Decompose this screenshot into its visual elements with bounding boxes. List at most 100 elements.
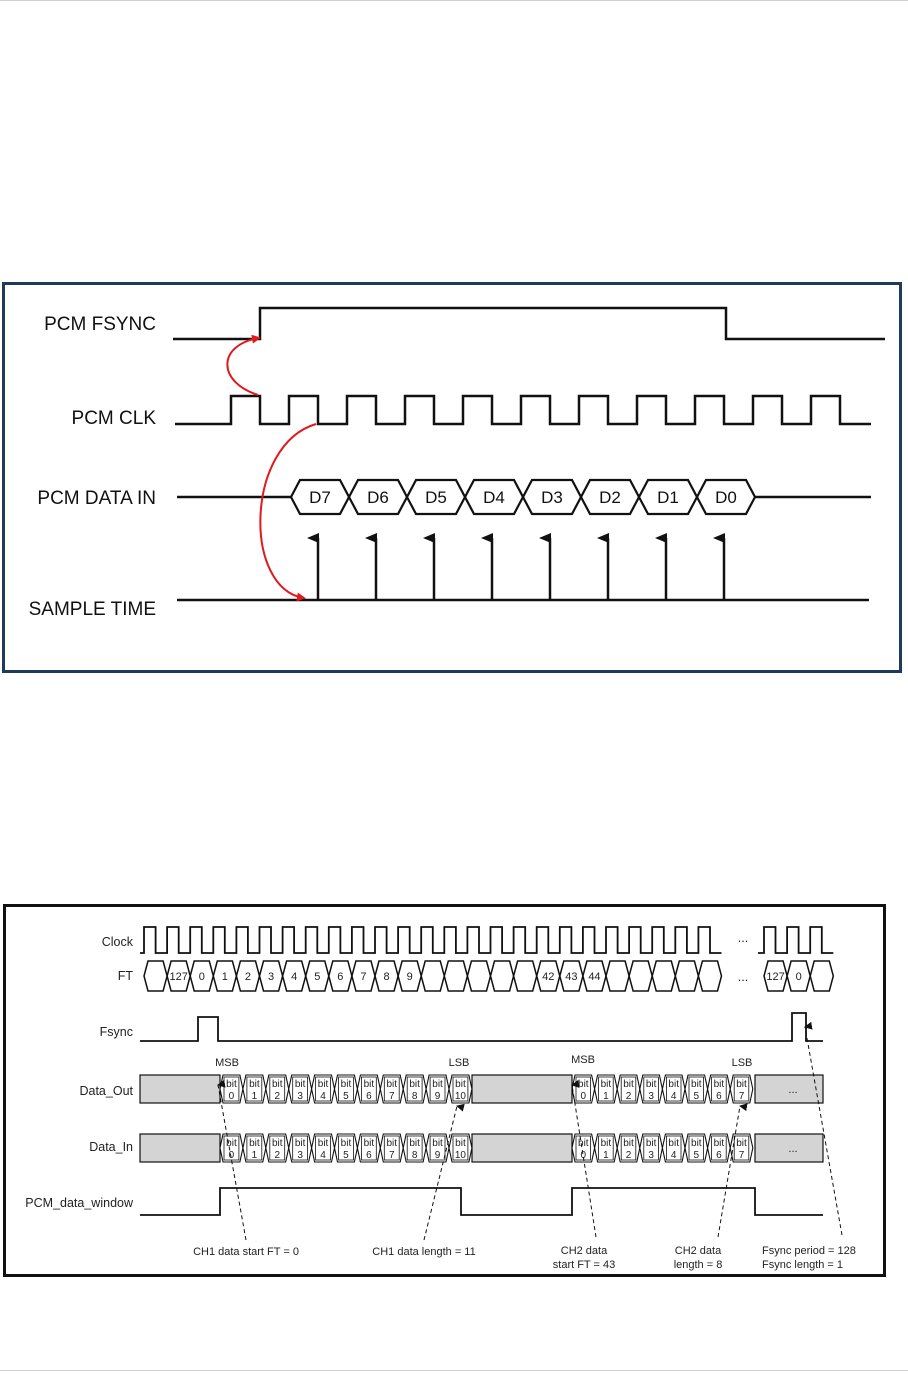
ft-cell bbox=[489, 960, 515, 992]
ch2-bit-word: bit bbox=[691, 1138, 702, 1149]
pcm-clk-label: PCM CLK bbox=[72, 408, 157, 429]
ch1-bit-word: bit bbox=[455, 1079, 466, 1090]
ch2-bit-inner bbox=[575, 1076, 592, 1102]
ch2-lsb-label: LSB bbox=[732, 1057, 753, 1069]
ft-cell-label: 42 bbox=[542, 971, 554, 983]
ch1-bit-word: bit bbox=[409, 1138, 420, 1149]
ch1-bit-inner bbox=[383, 1135, 400, 1161]
pcm-sample-timing-diagram: PCM FSYNC PCM CLK PCM DATA IN SAMPLE TIM… bbox=[29, 306, 885, 620]
ch2-bit-index: 5 bbox=[694, 1150, 700, 1161]
sample-arrows bbox=[307, 533, 726, 600]
ch1-bit-index: 4 bbox=[320, 1150, 326, 1161]
pcm-sample-timing-panel: PCM FSYNC PCM CLK PCM DATA IN SAMPLE TIM… bbox=[2, 282, 902, 673]
ch2-bit-word: bit bbox=[601, 1138, 612, 1149]
ft-cell-label: 44 bbox=[588, 971, 600, 983]
ch1-bit-index: 5 bbox=[343, 1091, 349, 1102]
bottom-rule bbox=[0, 1370, 908, 1371]
ch1-bit-word: bit bbox=[432, 1079, 443, 1090]
ch1-bit-inner bbox=[292, 1135, 309, 1161]
ft-cell-label: 7 bbox=[360, 971, 366, 983]
ft-cell bbox=[651, 960, 677, 992]
ch1-bit-word: bit bbox=[341, 1079, 352, 1090]
ch1-lsb-label: LSB bbox=[449, 1057, 470, 1069]
ch1-length-arrow bbox=[423, 1103, 465, 1241]
ch2-length-annotation-line2: length = 8 bbox=[674, 1259, 723, 1271]
ft-cell-label: 8 bbox=[383, 971, 389, 983]
ft-cell-label: 4 bbox=[291, 971, 297, 983]
ch1-start-arrow bbox=[217, 1079, 247, 1241]
idle-shade bbox=[471, 1133, 573, 1163]
ch1-bit-word: bit bbox=[432, 1138, 443, 1149]
ch1-bit-index: 10 bbox=[455, 1150, 467, 1161]
ch2-bit-inner bbox=[620, 1135, 637, 1161]
ch1-length-annotation: CH1 data length = 11 bbox=[372, 1246, 475, 1258]
ch1-bit-cell bbox=[448, 1074, 473, 1104]
ch1-bit-index: 2 bbox=[274, 1091, 280, 1102]
ch1-bit-word: bit bbox=[272, 1079, 283, 1090]
ch2-bit-inner bbox=[575, 1135, 592, 1161]
ch2-bit-inner bbox=[733, 1076, 750, 1102]
ch1-bit-word: bit bbox=[318, 1138, 329, 1149]
fsync-waveform bbox=[140, 1012, 823, 1042]
data-bit-label-d4: D4 bbox=[483, 488, 505, 507]
ft-cell bbox=[443, 960, 469, 992]
pcm-clk-waveform bbox=[175, 394, 871, 426]
ch2-bit-word: bit bbox=[691, 1079, 702, 1090]
ch1-bit-index: 1 bbox=[252, 1091, 258, 1102]
ch1-bit-cell bbox=[448, 1133, 473, 1163]
ch2-bit-inner bbox=[666, 1076, 682, 1102]
sample-time-label: SAMPLE TIME bbox=[29, 599, 156, 620]
ch1-bit-word: bit bbox=[386, 1138, 397, 1149]
ch1-bit-inner bbox=[383, 1076, 400, 1102]
ch1-bit-inner bbox=[269, 1135, 286, 1161]
pcm-frame-timing-panel: Clock FT Fsync Data_Out Data_In PCM_data… bbox=[3, 904, 886, 1277]
fsync-to-clk-arrow bbox=[226, 334, 261, 396]
bus-ellipsis: ... bbox=[788, 1143, 797, 1155]
data-bit-label-d3: D3 bbox=[541, 488, 563, 507]
ch1-bit-word: bit bbox=[364, 1138, 375, 1149]
clock-label: Clock bbox=[102, 935, 134, 949]
data-bit-label-d5: D5 bbox=[425, 488, 447, 507]
ch2-bit-inner bbox=[643, 1076, 659, 1102]
ft-cell-label: 2 bbox=[245, 971, 251, 983]
ch1-bit-inner bbox=[338, 1076, 354, 1102]
ch1-bit-index: 10 bbox=[455, 1091, 467, 1102]
ch2-bit-inner bbox=[666, 1135, 682, 1161]
ch2-bit-word: bit bbox=[623, 1079, 634, 1090]
data-bit-label-d7: D7 bbox=[309, 488, 331, 507]
ch1-bit-word: bit bbox=[249, 1079, 260, 1090]
ch2-bit-word: bit bbox=[646, 1138, 657, 1149]
ch2-start-arrow bbox=[571, 1079, 597, 1238]
ch2-bit-word: bit bbox=[714, 1079, 725, 1090]
ft-cell bbox=[143, 960, 168, 992]
ch1-bit-index: 0 bbox=[229, 1091, 235, 1102]
ft-cell bbox=[628, 960, 653, 992]
data-out-label: Data_Out bbox=[79, 1084, 133, 1098]
ft-label: FT bbox=[118, 969, 134, 983]
ft-cell-label: 9 bbox=[407, 971, 413, 983]
ft-cell-wrap-label: 0 bbox=[796, 971, 802, 983]
ch1-bit-index: 0 bbox=[229, 1150, 235, 1161]
ch1-bit-word: bit bbox=[295, 1079, 306, 1090]
ch2-bit-index: 0 bbox=[581, 1091, 587, 1102]
ch2-msb-label: MSB bbox=[571, 1054, 595, 1066]
ch2-bit-index: 3 bbox=[648, 1091, 654, 1102]
idle-shade bbox=[471, 1074, 573, 1104]
ch1-bit-inner bbox=[246, 1135, 263, 1161]
ch1-bit-word: bit bbox=[364, 1079, 375, 1090]
ch1-bit-index: 3 bbox=[297, 1091, 303, 1102]
ch2-bit-inner bbox=[598, 1076, 614, 1102]
ft-ellipsis: ... bbox=[738, 970, 748, 984]
data-out-bus: ...bit0bit1bit2bit3bit4bit5bit6bit7bit8b… bbox=[139, 1074, 824, 1104]
ch2-bit-index: 7 bbox=[739, 1091, 745, 1102]
ch1-bit-inner bbox=[246, 1076, 263, 1102]
ch2-bit-index: 2 bbox=[626, 1091, 632, 1102]
ch2-bit-index: 0 bbox=[581, 1150, 587, 1161]
clock-waveform bbox=[140, 926, 834, 954]
ch1-bit-inner bbox=[223, 1076, 240, 1102]
ch1-bit-inner bbox=[338, 1135, 354, 1161]
ch1-bit-index: 9 bbox=[435, 1150, 441, 1161]
ch1-bit-index: 5 bbox=[343, 1150, 349, 1161]
ch1-bit-index: 7 bbox=[389, 1091, 395, 1102]
